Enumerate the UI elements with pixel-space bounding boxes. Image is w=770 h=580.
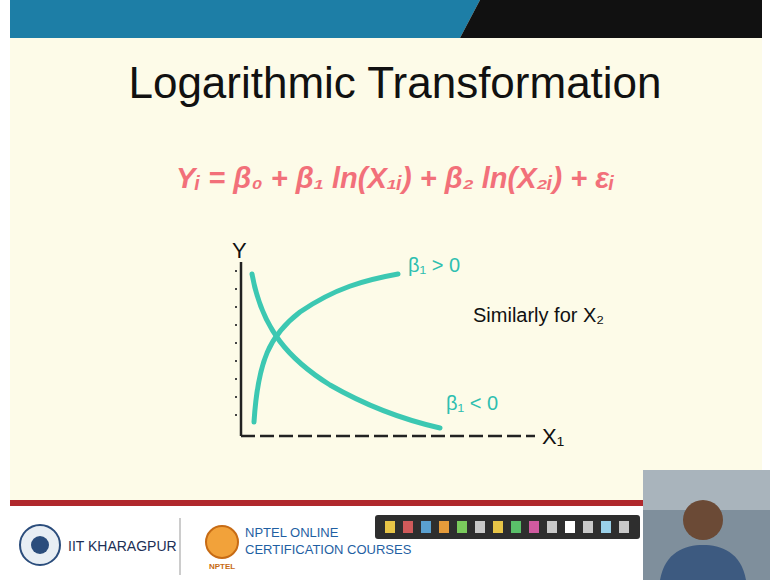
- institute-name: IIT KHARAGPUR: [68, 538, 177, 554]
- slide-ground: [10, 0, 762, 505]
- toolbar: [375, 515, 640, 539]
- toolbar-icon: [403, 521, 413, 533]
- decreasing-curve: [252, 274, 440, 428]
- course-name: CERTIFICATION COURSES: [245, 543, 411, 558]
- toolbar-icon: [457, 521, 467, 533]
- toolbar-icon: [511, 521, 521, 533]
- toolbar-icon: [493, 521, 503, 533]
- toolbar-icon: [583, 521, 593, 533]
- toolbar-icon: [475, 521, 485, 533]
- y-axis-ticks: [235, 270, 237, 430]
- iit-logo-core: [31, 536, 49, 554]
- webcam-frame: [643, 470, 770, 580]
- presenter-head: [683, 500, 723, 540]
- x-axis: [241, 435, 535, 438]
- toolbar-icon: [385, 521, 395, 533]
- iit-logo: [20, 525, 60, 565]
- footer-divider: [180, 518, 181, 575]
- nptel-logo: [206, 526, 238, 558]
- header-band: [10, 0, 480, 38]
- toolbar-icon: [619, 521, 629, 533]
- note-text: Similarly for X₂: [473, 304, 604, 327]
- increasing-curve: [254, 274, 398, 422]
- slide-title: Logarithmic Transformation: [128, 58, 661, 109]
- y-axis: [240, 262, 243, 436]
- presenter-body: [660, 545, 746, 580]
- header-band-dark: [460, 0, 762, 38]
- curve-label: β₁ < 0: [446, 392, 498, 415]
- axis-label: X₁: [542, 424, 564, 449]
- logo-caption: NPTEL: [209, 562, 235, 571]
- toolbar-icon: [601, 521, 611, 533]
- axis-label: Y: [232, 238, 247, 263]
- course-name: NPTEL ONLINE: [245, 526, 338, 541]
- regression-equation: Yᵢ = β₀ + β₁ ln(X₁ᵢ) + β₂ ln(X₂ᵢ) + εᵢ: [176, 162, 614, 195]
- toolbar-icon: [439, 521, 449, 533]
- toolbar-icon: [565, 521, 575, 533]
- toolbar-icon: [421, 521, 431, 533]
- toolbar-icon: [547, 521, 557, 533]
- toolbar-icon: [529, 521, 539, 533]
- curve-label: β₁ > 0: [408, 254, 460, 277]
